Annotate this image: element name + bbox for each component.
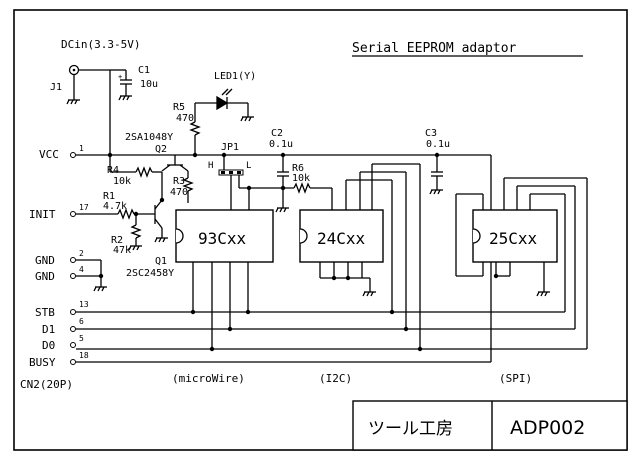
ground-symbol-j1 bbox=[66, 99, 80, 105]
title: Serial EEPROM adaptor bbox=[352, 41, 517, 56]
pin-init-label: INIT bbox=[29, 208, 56, 221]
c1-value: 10u bbox=[140, 79, 158, 90]
chip-93cxx-name: 93Cxx bbox=[198, 229, 247, 248]
pin-gnd-b-label: GND bbox=[35, 270, 55, 283]
pin-busy-num: 18 bbox=[79, 351, 89, 360]
jp1-label: JP1 bbox=[221, 142, 239, 153]
bus-label-i2c: (I2C) bbox=[319, 372, 352, 385]
c3-capacitor bbox=[429, 171, 443, 195]
chip-wiring bbox=[192, 163, 588, 349]
jack-wires bbox=[73, 69, 132, 155]
r3-label: R3 bbox=[173, 176, 185, 187]
r4-resistor bbox=[109, 155, 163, 200]
pin-busy-label: BUSY bbox=[29, 356, 56, 369]
r6-label: R6 bbox=[292, 163, 304, 174]
r1-value: 4.7k bbox=[103, 201, 127, 212]
r5-resistor bbox=[189, 103, 201, 155]
ground-symbol-c1 bbox=[118, 95, 132, 101]
c2-capacitor bbox=[275, 171, 289, 213]
pin-init-num: 17 bbox=[79, 203, 89, 212]
jp1-jumper bbox=[218, 169, 244, 176]
chip-24cxx-name: 24Cxx bbox=[317, 229, 366, 248]
jp1-wires bbox=[230, 175, 294, 210]
bus-wires bbox=[76, 259, 587, 363]
c3-label: C3 bbox=[425, 128, 437, 139]
q1-transistor bbox=[154, 199, 168, 243]
pin-d1-label: D1 bbox=[42, 323, 55, 336]
r1-label: R1 bbox=[103, 191, 115, 202]
r2-label: R2 bbox=[111, 235, 123, 246]
r3-resistor bbox=[182, 175, 194, 203]
r2-value: 47k bbox=[113, 245, 131, 256]
connector-pins: VCC 1 INIT 17 GND 2 GND 4 STB 13 D1 6 D0… bbox=[29, 144, 89, 369]
j1-label: J1 bbox=[50, 82, 62, 93]
led-symbol bbox=[195, 88, 254, 122]
q2-part: 2SA1048Y bbox=[125, 132, 173, 143]
connector-label: CN2(20P) bbox=[20, 378, 73, 391]
pin-d0-num: 5 bbox=[79, 334, 84, 343]
q2-label: Q2 bbox=[155, 144, 167, 155]
r4-value: 10k bbox=[113, 176, 131, 187]
c3-value: 0.1u bbox=[426, 139, 450, 150]
q2-transistor bbox=[161, 154, 189, 175]
chip-25cxx: 25Cxx bbox=[472, 209, 558, 263]
pin-d0-label: D0 bbox=[42, 339, 55, 352]
r3-value: 470 bbox=[170, 187, 188, 198]
pin-d1-num: 6 bbox=[79, 317, 84, 326]
junction-dots bbox=[98, 152, 499, 352]
pin-stb-num: 13 bbox=[79, 300, 89, 309]
jp1-h: H bbox=[208, 161, 213, 171]
dc-jack-pin bbox=[72, 68, 76, 72]
pin-gnd-b-num: 4 bbox=[79, 265, 84, 274]
chip-25cxx-name: 25Cxx bbox=[489, 229, 538, 248]
chip-93cxx: 93Cxx bbox=[175, 209, 274, 263]
r5-value: 470 bbox=[176, 113, 194, 124]
bus-label-spi: (SPI) bbox=[499, 372, 532, 385]
dcin-label: DCin(3.3-5V) bbox=[61, 38, 140, 51]
q1-label: Q1 bbox=[155, 256, 167, 267]
c2-label: C2 bbox=[271, 128, 283, 139]
r4-label: R4 bbox=[107, 165, 119, 176]
r6-resistor bbox=[293, 182, 333, 210]
pin-vcc-num: 1 bbox=[79, 144, 84, 153]
frame bbox=[13, 9, 628, 451]
led-label: LED1(Y) bbox=[214, 71, 256, 82]
c2-value: 0.1u bbox=[269, 139, 293, 150]
r6-value: 10k bbox=[292, 173, 310, 184]
c1-label: C1 bbox=[138, 65, 150, 76]
title-block: ツール工房 ADP002 bbox=[352, 400, 628, 451]
pin-stb-label: STB bbox=[35, 306, 55, 319]
c1-polarity: + bbox=[118, 73, 122, 81]
footer-code: ADP002 bbox=[510, 417, 585, 439]
q1-part: 2SC2458Y bbox=[126, 268, 174, 279]
pin-gnd-a-label: GND bbox=[35, 254, 55, 267]
chip-24cxx: 24Cxx bbox=[299, 209, 384, 263]
bus-label-microwire: (microWire) bbox=[172, 372, 245, 385]
r2-resistor bbox=[128, 214, 142, 251]
pin-vcc-label: VCC bbox=[39, 148, 59, 161]
jp1-l: L bbox=[246, 161, 251, 171]
r5-label: R5 bbox=[173, 102, 185, 113]
pin-gnd-a-num: 2 bbox=[79, 249, 84, 258]
footer-brand: ツール工房 bbox=[368, 419, 453, 439]
